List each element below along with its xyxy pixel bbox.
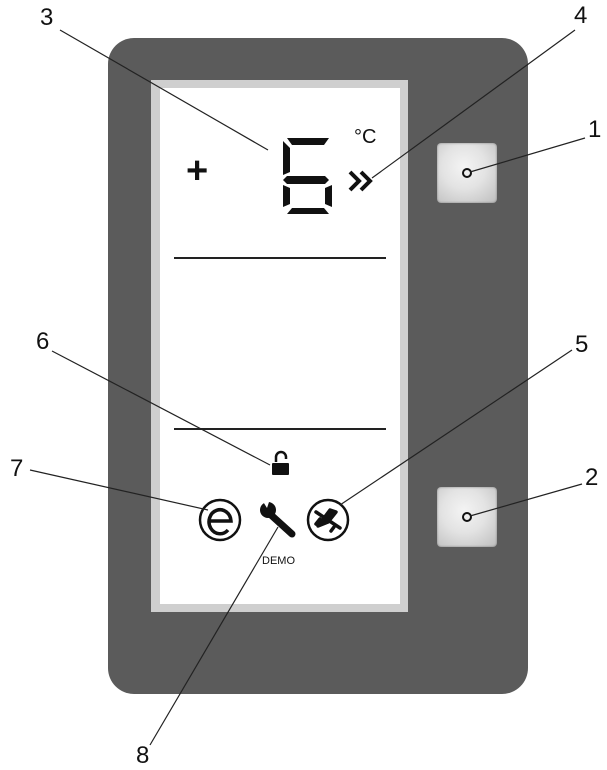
callout-4: 4	[574, 2, 588, 29]
button-2[interactable]	[437, 487, 497, 547]
leader-line-6	[51, 350, 271, 466]
callout-5: 5	[575, 331, 589, 358]
demo-label: DEMO	[262, 555, 295, 567]
callout-6: 6	[36, 328, 50, 355]
padlock-open-icon	[272, 450, 289, 475]
airplane-icon	[306, 498, 350, 542]
callout-3: 3	[40, 4, 54, 31]
button-dot-icon	[462, 168, 472, 178]
leader-line-1	[469, 137, 586, 173]
temperature-digit: 6	[283, 138, 332, 214]
eco-e-icon	[198, 498, 242, 542]
leader-line-8	[149, 526, 279, 746]
wrench-icon	[260, 499, 296, 538]
button-dot-icon	[462, 512, 472, 522]
display-divider-bottom	[174, 428, 386, 430]
temperature-unit: °C	[354, 126, 377, 148]
leader-lines	[29, 29, 586, 746]
temperature-sign: +	[186, 150, 209, 192]
button-1[interactable]	[437, 143, 497, 203]
leader-line-5	[339, 349, 573, 506]
double-chevron-icon	[348, 170, 373, 192]
leader-line-4	[371, 29, 576, 179]
leader-line-7	[29, 469, 209, 511]
leader-line-3	[59, 29, 269, 151]
callout-8: 8	[136, 742, 150, 769]
leader-line-2	[469, 483, 583, 517]
callout-1: 1	[588, 116, 602, 143]
callout-7: 7	[10, 455, 24, 482]
callout-2: 2	[585, 464, 599, 491]
display-divider-top	[174, 257, 386, 259]
